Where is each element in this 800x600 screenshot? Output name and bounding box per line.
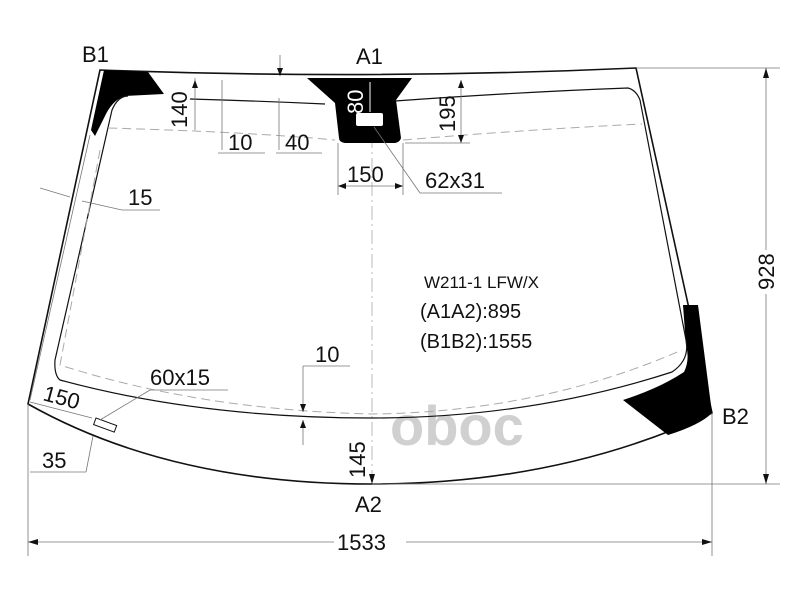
dim-150-side-label: 150 [41, 381, 83, 415]
dim-35-label: 35 [42, 448, 66, 473]
dim-80-label: 80 [343, 90, 368, 114]
dim-15-leader [81, 200, 123, 211]
vin-leader [99, 389, 151, 421]
visible-area-line [59, 123, 683, 415]
inner-print-edge [54, 87, 688, 419]
a1a2-length: (A1A2):895 [420, 301, 521, 323]
dim-145-label: 145 [345, 441, 370, 478]
watermark: oboc [390, 394, 524, 457]
dim-15-label: 15 [128, 185, 152, 210]
b2-print-band [623, 305, 712, 435]
dim-10-top-label: 10 [228, 130, 252, 155]
dim-195-label: 195 [435, 95, 460, 132]
point-b2: B2 [722, 404, 749, 429]
b1-print-band [91, 70, 164, 136]
sensor-print-area [307, 78, 412, 143]
b1b2-length: (B1B2):1555 [420, 331, 532, 353]
dim-15-arrow-left [39, 187, 71, 198]
width-label-bg [334, 528, 406, 554]
dim-35-leader [85, 435, 94, 473]
dim-140-label: 140 [167, 91, 192, 128]
model-code: W211-1 LFW/X [424, 273, 539, 292]
glass-outline [27, 67, 713, 485]
vin-window-label: 60x15 [150, 365, 210, 390]
dim-150-top-label: 150 [347, 162, 384, 187]
dim-40-label: 40 [285, 130, 309, 155]
dim-150-side-line [29, 401, 93, 419]
point-a1: A1 [356, 44, 383, 69]
point-b1: B1 [82, 42, 109, 67]
point-a2: A2 [355, 492, 382, 517]
sensor-window [356, 113, 383, 126]
vin-window [92, 417, 118, 433]
height-label-bg [752, 250, 780, 294]
arrowheads [28, 68, 769, 545]
dim-10-bottom-label: 10 [315, 342, 339, 367]
height-label: 928 [754, 253, 779, 290]
width-label: 1533 [337, 530, 386, 555]
sensor-leader [373, 126, 421, 194]
sensor-size-label: 62x31 [425, 168, 485, 193]
left-edge-line [29, 134, 91, 401]
